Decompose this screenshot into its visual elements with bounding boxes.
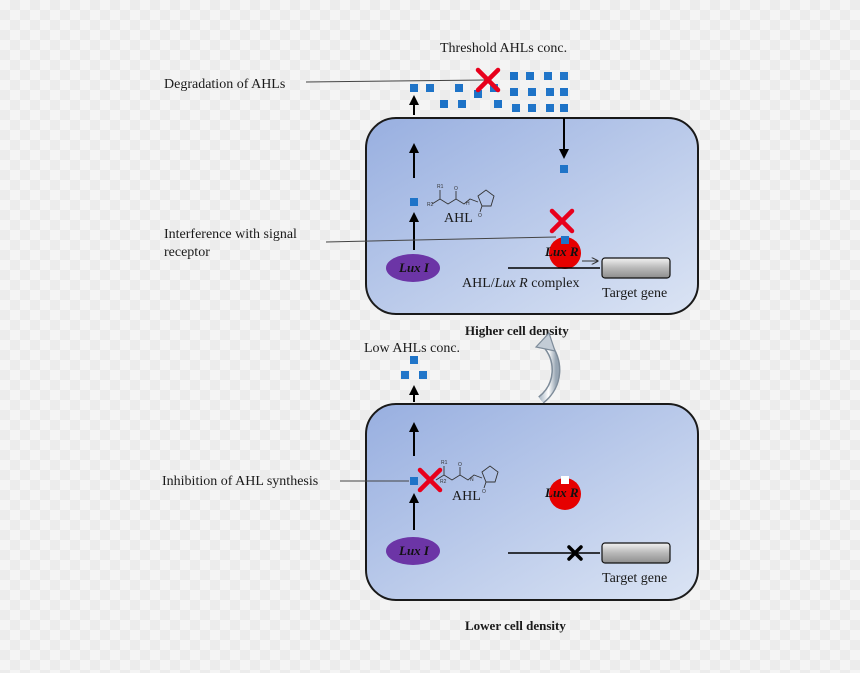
complex-label: AHL/Lux R complex [462,276,579,291]
threshold-label: Threshold AHLs conc. [440,41,567,56]
chem-r2: R2 [427,202,434,208]
chem-r1: R1 [437,184,444,190]
interference-label-line2: receptor [164,245,210,260]
luxr-empty-pocket [561,476,569,484]
interference-pointer [325,236,557,243]
target-gene-lower [601,542,671,564]
luxi-label-upper: Lux I [398,260,430,275]
degradation-cross-icon [475,67,501,93]
ahl-structure-upper [431,189,495,213]
luxi-lower [386,537,440,565]
luxi-label-lower: Lux I [398,543,430,558]
ahl-cluster-low [401,356,427,379]
degradation-pointer [305,79,487,83]
higher-density-label: Higher cell density [465,323,569,338]
chem-o-lower: O [458,462,462,468]
upper-ahl-square [410,198,418,206]
luxr-label-upper: Lux R [544,244,579,259]
chem-r1-lower: R1 [441,460,448,466]
degradation-label: Degradation of AHLs [164,77,285,92]
density-transition-arrowhead [534,331,556,352]
chem-o: O [454,186,458,192]
blocked-cross-icon [567,545,583,561]
interference-cross-icon [549,208,575,234]
inhibition-cross-icon [417,467,443,493]
target-gene-label-lower: Target gene [602,571,667,586]
ahl-label-upper: AHL [444,211,473,226]
chem-h: H [466,201,470,207]
ahl-label-lower: AHL [452,489,481,504]
chem-o2: O [478,213,482,219]
chem-r2-lower: R2 [440,479,447,485]
luxr-bound-ahl [561,236,569,244]
chem-o2-lower: O [482,489,486,495]
luxr-upper [549,237,581,269]
lower-ahl-square [410,477,418,485]
ahl-structure-lower [435,465,499,489]
low-conc-label: Low AHLs conc. [364,341,460,356]
target-gene-label-upper: Target gene [602,286,667,301]
target-gene-upper [601,257,671,279]
interference-label-line1: Interference with signal [164,227,297,242]
imported-ahl-square [560,165,568,173]
luxr-lower [549,478,581,510]
luxr-label-lower: Lux R [544,485,579,500]
lower-density-label: Lower cell density [465,618,566,633]
luxi-upper [386,254,440,282]
inhibition-label: Inhibition of AHL synthesis [162,474,318,489]
chem-n-lower: N [470,477,474,483]
